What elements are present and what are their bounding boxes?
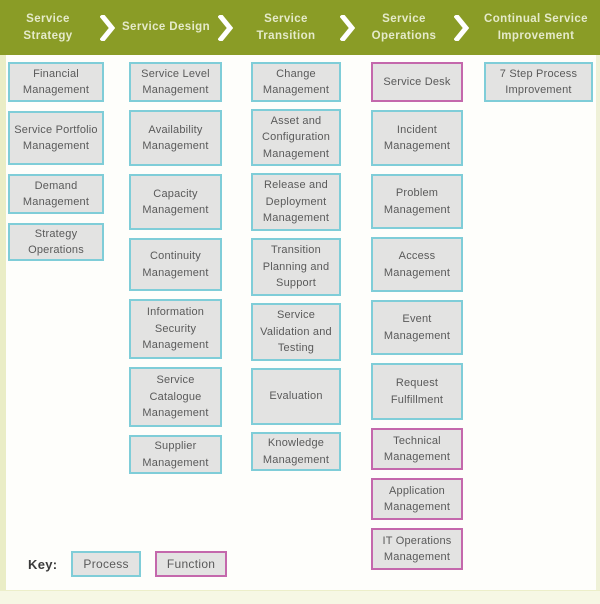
stage-header: Service Strategy Service Design Service … (0, 0, 600, 55)
process-box: Service Catalogue Management (129, 367, 222, 427)
stage-service-strategy: Service Strategy (23, 12, 73, 42)
box-label: Incident Management (383, 123, 451, 153)
process-box: Capacity Management (129, 174, 222, 230)
chevron-right-icon (336, 0, 358, 55)
function-box: Technical Management (371, 428, 463, 470)
process-box: Service Level Management (129, 62, 222, 102)
box-label: Service Validation and Testing (260, 309, 332, 355)
stage-service-operations: Service Operations (371, 12, 437, 42)
box-label: Service Portfolio Management (14, 123, 98, 153)
function-box: IT Operations Management (371, 528, 463, 570)
box-label: Service Desk (383, 75, 451, 88)
box-label: IT Operations Management (382, 534, 452, 564)
process-box: Availability Management (129, 110, 222, 166)
process-box: Financial Management (8, 62, 104, 102)
box-label: Strategy Operations (28, 227, 84, 257)
process-box: Continuity Management (129, 238, 222, 291)
stage-service-transition: Service Transition (256, 12, 316, 42)
box-label: Event Management (383, 313, 451, 342)
box-label: 7 Step Process Improvement (499, 67, 578, 97)
box-label: Access Management (383, 250, 451, 279)
box-label: Technical Management (383, 434, 451, 464)
process-box: Asset and Configuration Management (251, 109, 341, 166)
box-label: Financial Management (22, 67, 90, 97)
process-box: Evaluation (251, 368, 341, 425)
function-box: Application Management (371, 478, 463, 520)
process-box: Service Validation and Testing (251, 303, 341, 361)
process-box: Access Management (371, 237, 463, 292)
chevron-right-icon (96, 0, 118, 55)
legend-label: Key: (28, 556, 58, 572)
process-box: Information Security Management (129, 299, 222, 359)
process-box: Demand Management (8, 174, 104, 214)
box-label: Evaluation (269, 390, 323, 403)
stage-column-5: 7 Step Process Improvement (484, 62, 593, 102)
box-label: Information Security Management (142, 306, 209, 352)
page-edge-bottom (0, 590, 600, 604)
process-box: Service Portfolio Management (8, 111, 104, 165)
page-edge-right (596, 55, 600, 591)
box-label: Release and Deployment Management (262, 179, 330, 225)
box-label: Service Catalogue Management (142, 374, 209, 420)
box-label: Knowledge Management (262, 437, 330, 466)
process-box: Incident Management (371, 110, 463, 166)
box-label: Continuity Management (142, 250, 209, 279)
process-box: Strategy Operations (8, 223, 104, 261)
box-label: Supplier Management (142, 440, 209, 469)
process-box: 7 Step Process Improvement (484, 62, 593, 102)
box-label: Demand Management (22, 179, 90, 209)
legend-function-swatch: Function (154, 551, 228, 577)
process-box: Supplier Management (129, 435, 222, 474)
process-box: Release and Deployment Management (251, 173, 341, 231)
box-label: Transition Planning and Support (262, 244, 330, 290)
box-label: Application Management (383, 484, 451, 514)
box-label: Service Level Management (141, 67, 210, 97)
legend: Key: Process Function (28, 551, 228, 577)
box-label: Problem Management (383, 187, 451, 216)
chevron-right-icon (214, 0, 236, 55)
process-box: Transition Planning and Support (251, 238, 341, 296)
process-box: Event Management (371, 300, 463, 355)
process-box: Knowledge Management (251, 432, 341, 471)
process-box: Change Management (251, 62, 341, 102)
chevron-right-icon (450, 0, 472, 55)
function-box: Service Desk (371, 62, 463, 102)
stage-service-design: Service Design (121, 21, 211, 34)
box-label: Asset and Configuration Management (261, 114, 331, 160)
stage-continual-service-improvement: Continual Service Improvement (484, 12, 588, 42)
legend-process-swatch: Process (71, 551, 141, 577)
box-label: Request Fulfillment (390, 377, 444, 406)
process-box: Problem Management (371, 174, 463, 229)
box-label: Capacity Management (142, 187, 209, 217)
page-edge-left (0, 55, 6, 591)
box-label: Change Management (262, 67, 330, 97)
box-label: Availability Management (142, 123, 209, 153)
process-box: Request Fulfillment (371, 363, 463, 420)
